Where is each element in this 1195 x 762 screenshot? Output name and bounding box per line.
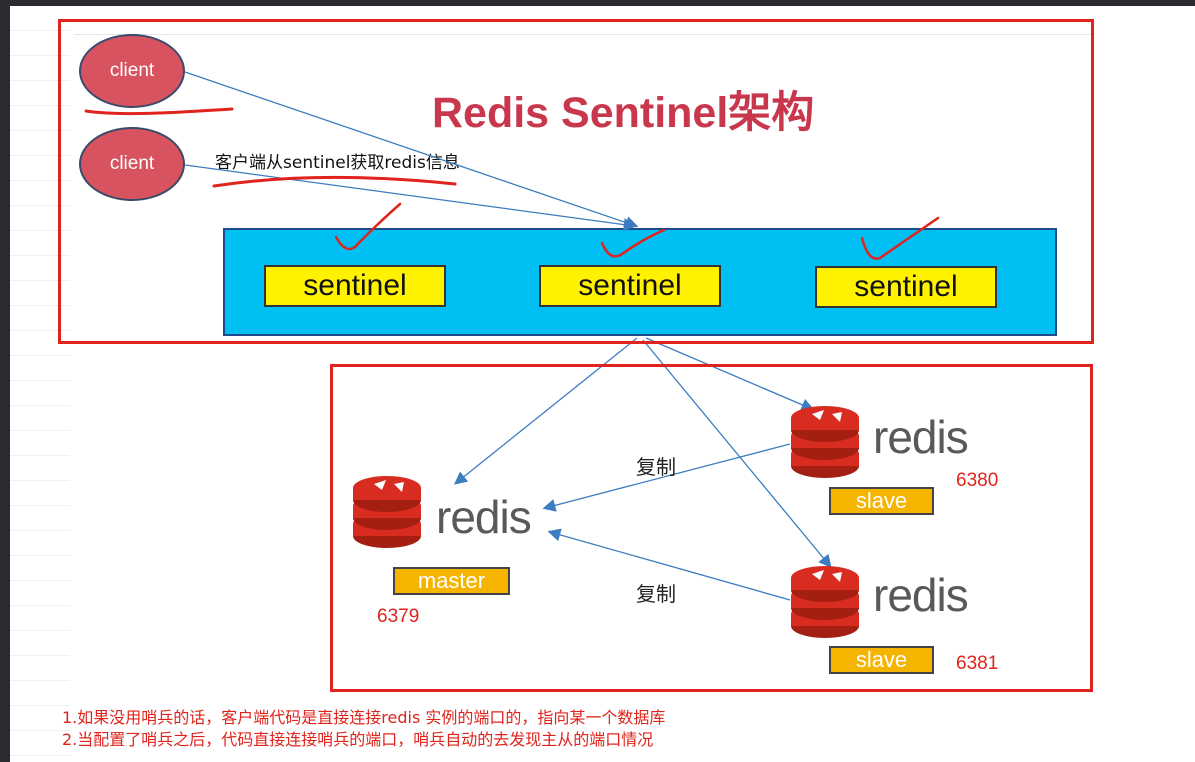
- check-mark-1: [334, 202, 402, 251]
- arrow-sentinel-slave1: [645, 337, 815, 411]
- replication-label-1: 复制: [636, 455, 676, 479]
- note-line-1: 1.如果没用哨兵的话，客户端代码是直接连接redis 实例的端口的，指向某一个数…: [62, 708, 666, 727]
- arrow-client2-sentinel: [184, 164, 637, 232]
- client-node-2: client: [79, 127, 185, 201]
- underline-client1: [84, 107, 234, 116]
- replication-label-2: 复制: [636, 582, 676, 606]
- redis-slave2-logo-text: redis: [873, 569, 969, 621]
- slave1-badge: slave: [829, 487, 934, 515]
- highlight-box-redis: [330, 364, 1093, 692]
- client-node-1: client: [79, 34, 185, 108]
- sentinel-node-1: sentinel: [264, 265, 446, 307]
- slave2-badge: slave: [829, 646, 934, 674]
- arrow-sentinel-slave2: [642, 339, 832, 569]
- sentinel-node-2: sentinel: [539, 265, 721, 307]
- master-port: 6379: [377, 606, 420, 627]
- diagram-title: Redis Sentinel架构: [432, 89, 815, 137]
- note-line-2: 2.当配置了哨兵之后，代码直接连接哨兵的端口，哨兵自动的去发现主从的端口情况: [62, 730, 654, 749]
- redis-slave1-logo-text: redis: [873, 411, 969, 463]
- sentinel-node-3: sentinel: [815, 266, 997, 308]
- check-mark-3: [860, 216, 940, 260]
- arrow-replication-2: [547, 528, 791, 601]
- arrow-sentinel-master: [453, 337, 638, 485]
- window-top-bar: [0, 0, 1195, 6]
- window-left-bar: [0, 0, 10, 762]
- arrow-client1-sentinel: [184, 71, 639, 229]
- redis-master-logo-text: redis: [436, 491, 532, 543]
- slave2-port: 6381: [956, 653, 999, 674]
- master-badge: master: [393, 567, 510, 595]
- redis-logo-slave1: [791, 406, 859, 478]
- client-note: 客户端从sentinel获取redis信息: [215, 153, 460, 173]
- highlight-box-sentinel: [58, 19, 1094, 344]
- slide-image: [74, 34, 1095, 679]
- underline-client-note: [212, 175, 457, 188]
- check-mark-2: [600, 228, 666, 258]
- redis-logo-slave2: [791, 566, 859, 638]
- redis-logo-master: [353, 476, 421, 548]
- arrow-replication-1: [542, 443, 791, 512]
- slave1-port: 6380: [956, 470, 999, 491]
